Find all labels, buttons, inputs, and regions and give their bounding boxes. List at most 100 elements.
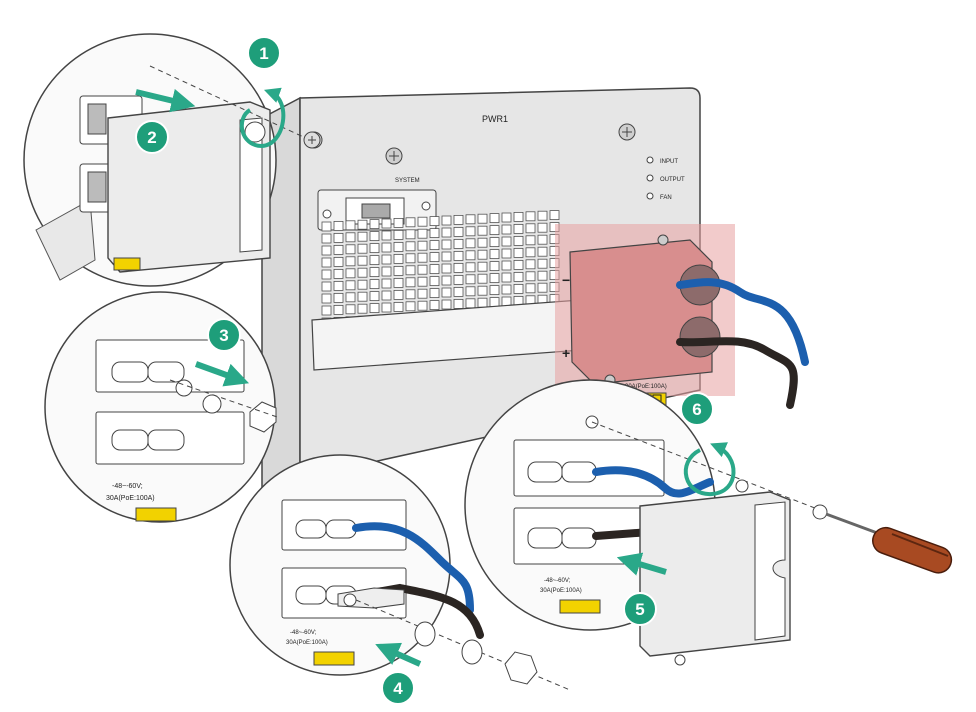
vent-hole — [537, 270, 548, 281]
vent-hole — [321, 293, 332, 304]
vent-hole — [333, 256, 344, 267]
rotate-arrow-5 — [683, 442, 736, 497]
vent-hole — [405, 229, 416, 240]
led-label-output: OUTPUT — [660, 177, 685, 183]
vent-hole — [369, 291, 380, 302]
vent-hole — [429, 252, 440, 263]
vent-hole — [477, 273, 488, 284]
black-wire-c — [338, 583, 484, 639]
vent-hole — [333, 268, 344, 279]
vent-hole — [381, 278, 392, 289]
vent-hole — [537, 282, 548, 293]
vent-hole — [405, 289, 416, 300]
rating-voltage-c: -48~-60V; — [290, 630, 317, 636]
vent-hole — [345, 304, 356, 315]
vent-hole — [489, 297, 500, 308]
vent-hole — [525, 223, 536, 234]
vent-hole — [417, 240, 428, 251]
vent-hole — [477, 261, 488, 272]
vent-hole — [429, 240, 440, 251]
vent-hole — [465, 214, 476, 225]
warning-label-d — [559, 599, 601, 614]
vent-hole — [345, 244, 356, 255]
plus-sign: + — [562, 345, 570, 361]
vent-hole — [477, 285, 488, 296]
vent-hole — [405, 265, 416, 276]
vent-hole — [393, 241, 404, 252]
vent-hole — [381, 218, 392, 229]
vent-hole — [513, 223, 524, 234]
vent-hole — [453, 214, 464, 225]
vent-hole — [393, 277, 404, 288]
vent-hole — [525, 235, 536, 246]
vent-hole — [477, 297, 488, 308]
vent-hole — [369, 303, 380, 314]
vent-hole — [513, 211, 524, 222]
vent-hole — [513, 283, 524, 294]
vent-hole — [465, 286, 476, 297]
vent-hole — [405, 241, 416, 252]
vent-hole — [537, 234, 548, 245]
blue-wire-c — [352, 522, 474, 614]
vent-hole — [417, 264, 428, 275]
vent-hole — [525, 271, 536, 282]
led-indicators: INPUT OUTPUT FAN — [646, 156, 685, 201]
arrow-5 — [616, 552, 667, 576]
vent-hole — [465, 250, 476, 261]
vent-hole — [357, 243, 368, 254]
vent-hole — [417, 276, 428, 287]
vent-hole — [537, 258, 548, 269]
vent-hole — [417, 216, 428, 227]
vent-hole — [357, 231, 368, 242]
vent-hole — [345, 220, 356, 231]
vent-hole — [501, 236, 512, 247]
vent-hole — [417, 228, 428, 239]
vent-hole — [441, 299, 452, 310]
vent-hole — [333, 220, 344, 231]
vent-hole — [465, 226, 476, 237]
vent-hole — [441, 287, 452, 298]
vent-hole — [393, 253, 404, 264]
vent-hole — [357, 219, 368, 230]
vent-hole — [441, 251, 452, 262]
vent-hole — [453, 250, 464, 261]
vent-hole — [321, 233, 332, 244]
vent-hole — [489, 225, 500, 236]
vent-hole — [393, 265, 404, 276]
vent-hole — [321, 245, 332, 256]
vent-hole — [321, 221, 332, 232]
vent-hole — [417, 300, 428, 311]
vent-hole — [441, 275, 452, 286]
terminal-posts-bottom — [111, 429, 185, 451]
vent-hole — [441, 227, 452, 238]
vent-hole — [321, 257, 332, 268]
vent-hole — [345, 268, 356, 279]
vent-hole — [369, 255, 380, 266]
vent-hole — [321, 281, 332, 292]
vent-hole — [333, 280, 344, 291]
vent-hole — [393, 289, 404, 300]
vent-hole — [477, 225, 488, 236]
vent-hole — [321, 269, 332, 280]
vent-hole — [537, 246, 548, 257]
vent-hole — [429, 300, 440, 311]
rating-current-d: 30A(PoE:100A) — [540, 588, 582, 594]
step-number: 5 — [635, 600, 644, 619]
vent-hole — [477, 237, 488, 248]
vent-hole — [537, 210, 548, 221]
switch-label: SYSTEM — [395, 178, 420, 184]
vent-hole — [405, 277, 416, 288]
vent-hole — [393, 229, 404, 240]
vent-hole — [501, 212, 512, 223]
vent-hole — [453, 298, 464, 309]
vent-hole — [381, 230, 392, 241]
vent-hole — [429, 216, 440, 227]
led-label-fan: FAN — [660, 195, 672, 201]
highlighted-terminal-cover: + − 30A(PoE:100A) — [555, 224, 809, 409]
vent-hole — [465, 298, 476, 309]
vent-hole — [405, 301, 416, 312]
vent-hole — [333, 304, 344, 315]
vent-hole — [357, 291, 368, 302]
vent-hole — [477, 249, 488, 260]
